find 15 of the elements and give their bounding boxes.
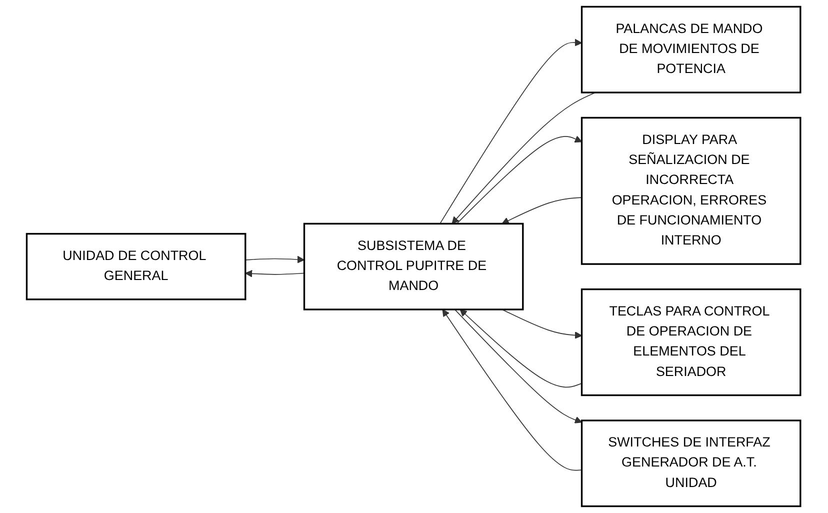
node-box: UNIDAD DE CONTROL GENERAL xyxy=(26,232,247,300)
arrow xyxy=(245,270,306,278)
arrow xyxy=(245,256,305,264)
node-box: DISPLAY PARA SEÑALIZACION DE INCORRECTA OPERACION, ERRORES DE FUNCIONAMIENTO INTERNO xyxy=(581,116,802,265)
arrow xyxy=(456,136,583,224)
arrow xyxy=(442,309,583,471)
node-box: SUBSISTEMA DE CONTROL PUPITRE DE MANDO xyxy=(304,222,524,310)
arrow xyxy=(440,38,583,224)
arrow xyxy=(502,197,583,224)
arrow xyxy=(454,309,583,424)
node-box: PALANCAS DE MANDO DE MOVIMIENTOS DE POTENCIA xyxy=(581,6,802,94)
node-box: TECLAS PARA CONTROL DE OPERACION DE ELEMENTOS DEL SERIADOR xyxy=(581,288,802,396)
arrow xyxy=(502,309,583,339)
node-box: SWITCHES DE INTERFAZ GENERADOR DE A.T. UNIDAD xyxy=(581,420,802,508)
arrow xyxy=(460,309,583,388)
